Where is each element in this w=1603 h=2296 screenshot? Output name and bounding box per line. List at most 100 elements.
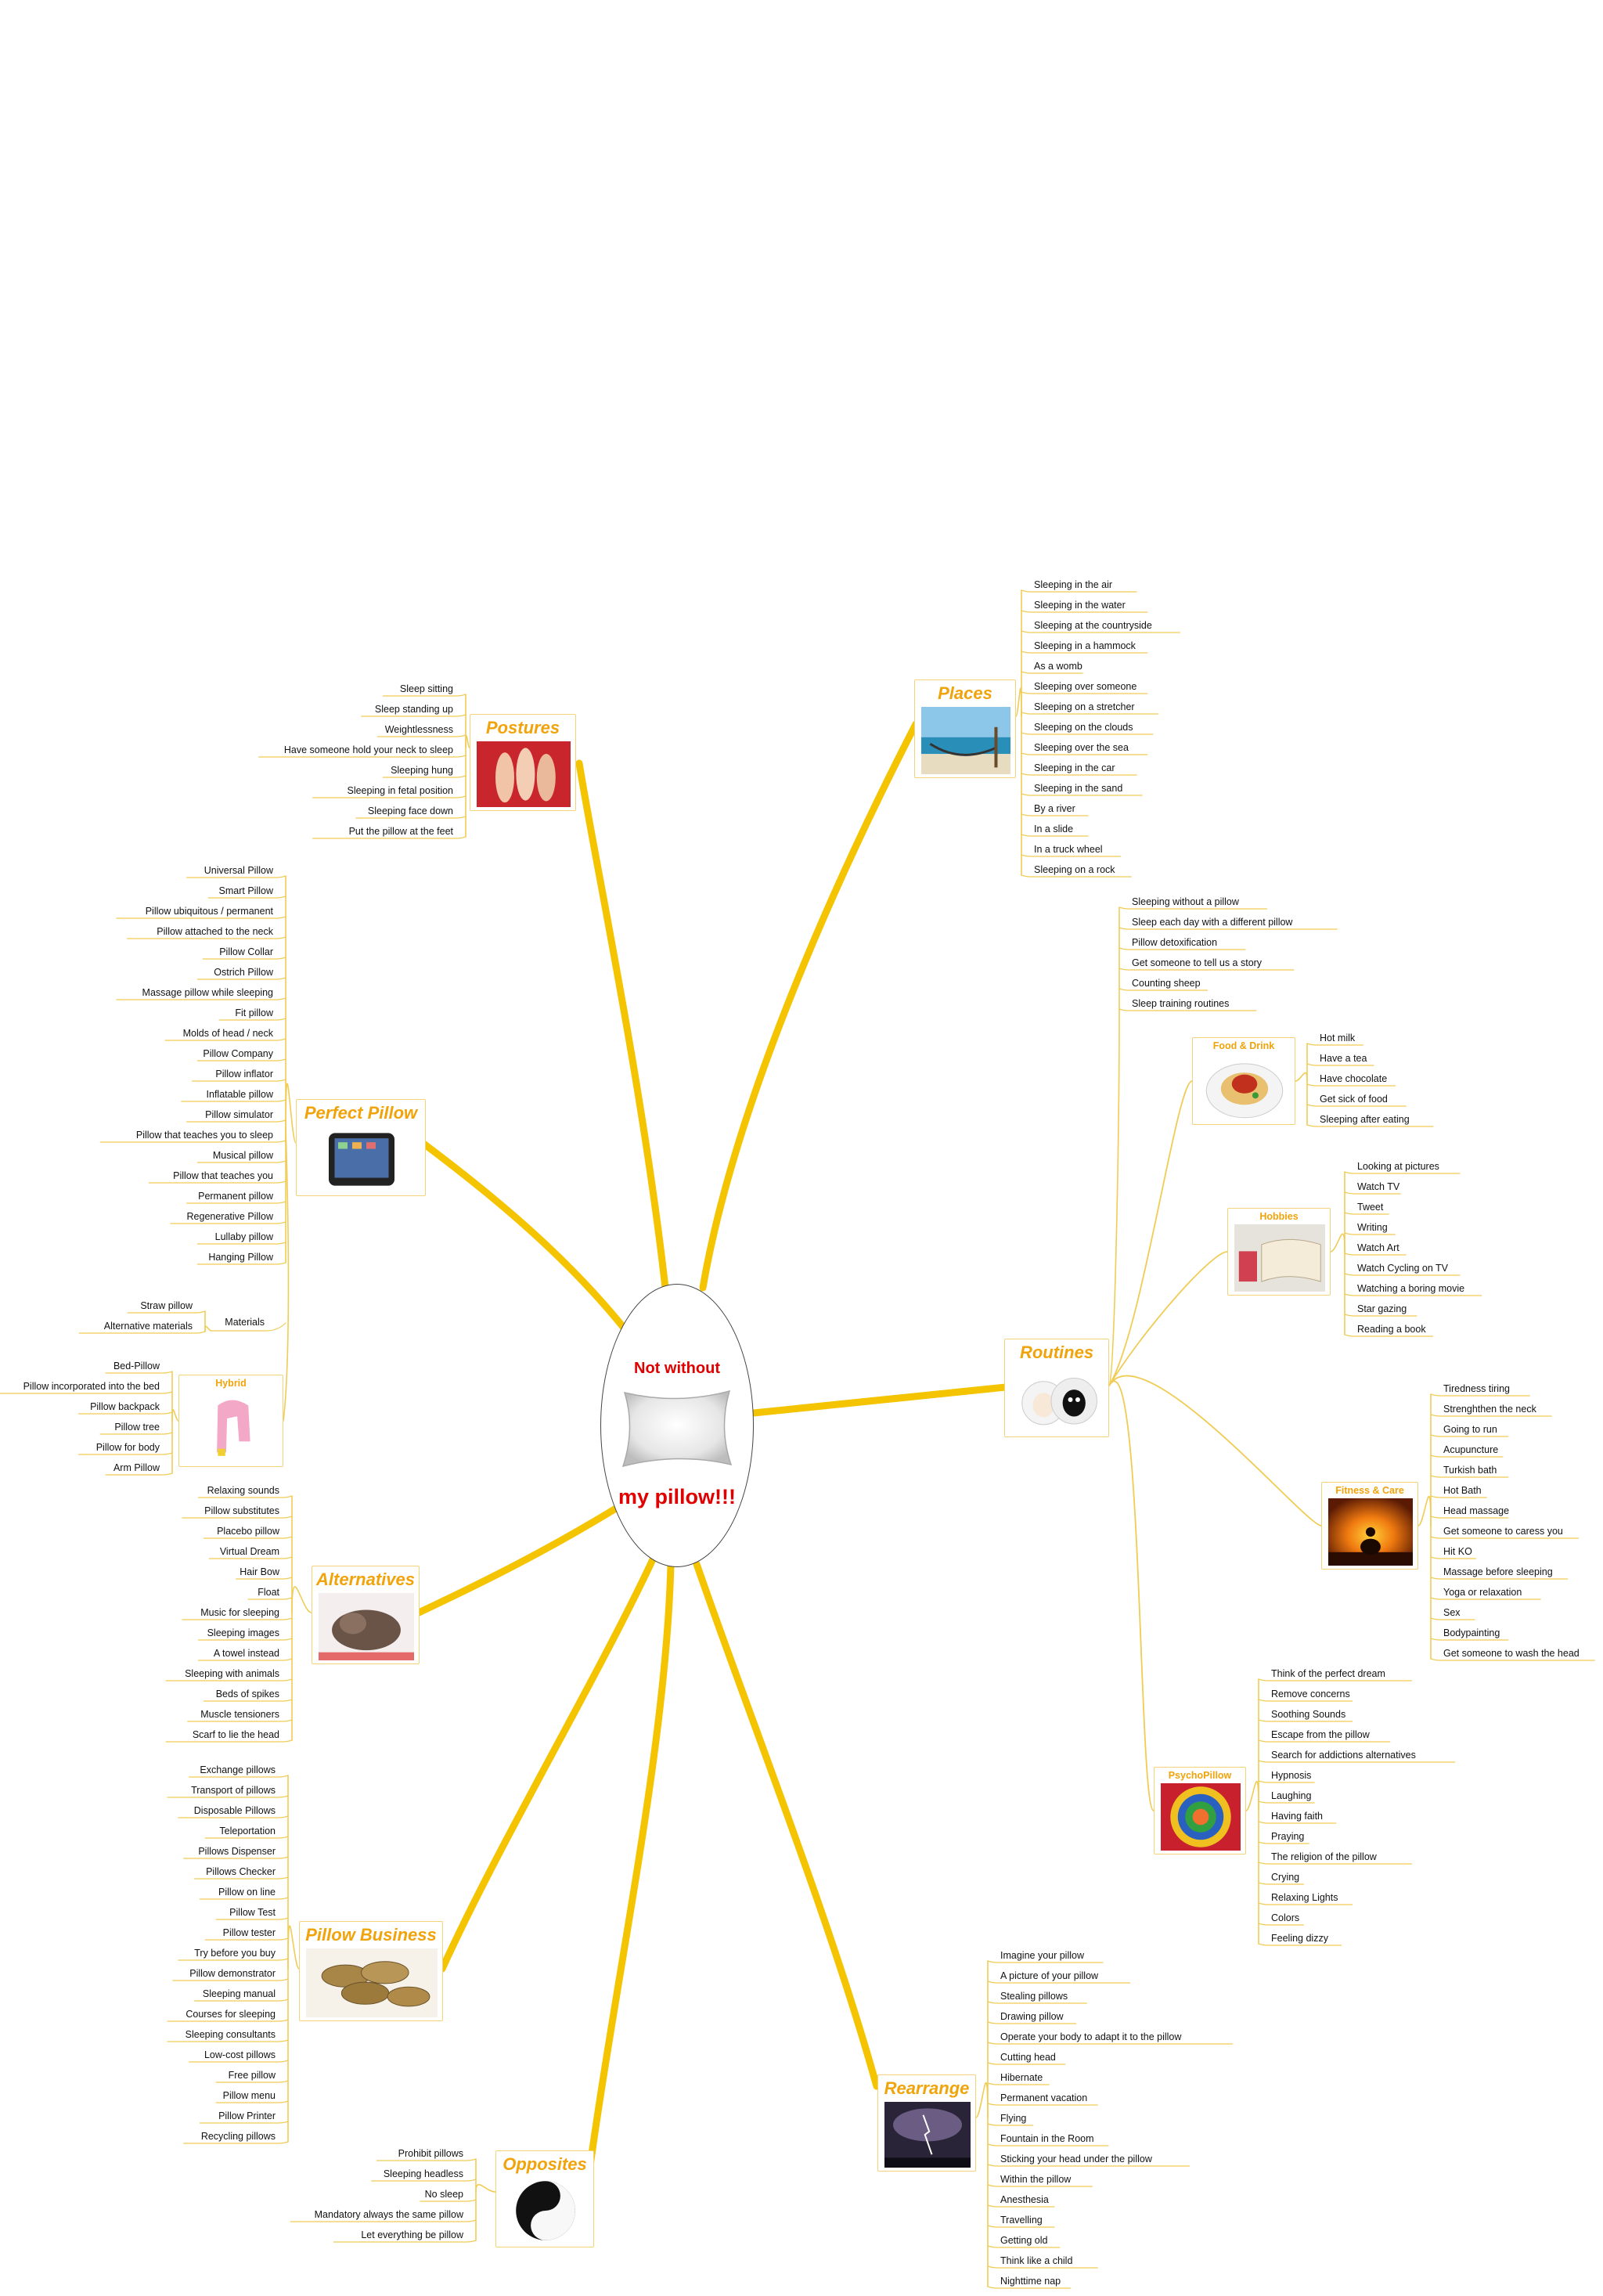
- business-item[interactable]: Exchange pillows: [200, 1764, 276, 1775]
- rearrange-item[interactable]: Imagine your pillow: [1000, 1950, 1084, 1961]
- perfect-pillow-item[interactable]: Pillow simulator: [205, 1109, 273, 1120]
- perfect-pillow-item[interactable]: Inflatable pillow: [206, 1089, 273, 1100]
- hybrid-item[interactable]: Arm Pillow: [113, 1462, 160, 1473]
- routines-item[interactable]: Sleep each day with a different pillow: [1132, 917, 1293, 928]
- business-item[interactable]: Transport of pillows: [191, 1785, 276, 1796]
- hobbies-item[interactable]: Watching a boring movie: [1357, 1283, 1465, 1294]
- alternatives-item[interactable]: Float: [258, 1587, 279, 1598]
- perfect-pillow-item[interactable]: Fit pillow: [235, 1007, 273, 1018]
- perfect-pillow-item[interactable]: Regenerative Pillow: [186, 1211, 273, 1222]
- perfect-pillow-item[interactable]: Musical pillow: [212, 1150, 273, 1161]
- places-item[interactable]: Sleeping on a rock: [1034, 864, 1115, 875]
- rearrange-item[interactable]: Flying: [1000, 2113, 1027, 2124]
- business-item[interactable]: Pillow on line: [218, 1887, 276, 1898]
- business-item[interactable]: Pillow menu: [222, 2090, 276, 2101]
- places-item[interactable]: Sleeping in the sand: [1034, 783, 1123, 794]
- alternatives-item[interactable]: Placebo pillow: [217, 1526, 279, 1537]
- business-item[interactable]: Low-cost pillows: [204, 2049, 276, 2060]
- rearrange-item[interactable]: Anesthesia: [1000, 2194, 1049, 2205]
- topic-perfect[interactable]: Perfect Pillow: [296, 1099, 426, 1196]
- postures-item[interactable]: Weightlessness: [384, 724, 453, 735]
- business-item[interactable]: Pillow tester: [222, 1927, 276, 1938]
- places-item[interactable]: Sleeping at the countryside: [1034, 620, 1152, 631]
- business-item[interactable]: Disposable Pillows: [193, 1805, 276, 1816]
- rearrange-item[interactable]: Drawing pillow: [1000, 2011, 1064, 2022]
- postures-item[interactable]: Sleeping in fetal position: [347, 785, 453, 796]
- psychopillow-item[interactable]: Praying: [1271, 1831, 1305, 1842]
- places-item[interactable]: Sleeping over the sea: [1034, 742, 1129, 753]
- hobbies-item[interactable]: Looking at pictures: [1357, 1161, 1439, 1172]
- routines-item[interactable]: Sleeping without a pillow: [1132, 896, 1239, 907]
- rearrange-item[interactable]: Permanent vacation: [1000, 2092, 1088, 2103]
- materials-item[interactable]: Alternative materials: [103, 1321, 193, 1332]
- hobbies-item[interactable]: Star gazing: [1357, 1303, 1407, 1314]
- fitness-care-item[interactable]: Sex: [1443, 1607, 1461, 1618]
- hybrid-item[interactable]: Pillow backpack: [90, 1401, 160, 1412]
- perfect-pillow-item[interactable]: Molds of head / neck: [182, 1028, 273, 1039]
- topic-postures[interactable]: Postures: [470, 714, 576, 811]
- perfect-pillow-item[interactable]: Pillow that teaches you: [173, 1170, 273, 1181]
- routines-item[interactable]: Pillow detoxification: [1132, 937, 1218, 948]
- fitness-care-item[interactable]: Hit KO: [1443, 1546, 1472, 1557]
- rearrange-item[interactable]: Getting old: [1000, 2235, 1048, 2246]
- rearrange-item[interactable]: Travelling: [1000, 2215, 1043, 2226]
- psychopillow-item[interactable]: Crying: [1271, 1872, 1300, 1883]
- psychopillow-item[interactable]: Escape from the pillow: [1271, 1729, 1370, 1740]
- business-item[interactable]: Pillows Checker: [206, 1866, 276, 1877]
- rearrange-item[interactable]: Cutting head: [1000, 2052, 1056, 2063]
- opposites-item[interactable]: Let everything be pillow: [361, 2229, 463, 2240]
- fitness-care-item[interactable]: Get someone to wash the head: [1443, 1648, 1580, 1659]
- alternatives-item[interactable]: Scarf to lie the head: [192, 1729, 279, 1740]
- fitness-care-item[interactable]: Going to run: [1443, 1424, 1497, 1435]
- fitness-care-item[interactable]: Hot Bath: [1443, 1485, 1482, 1496]
- perfect-pillow-item[interactable]: Pillow Collar: [219, 946, 273, 957]
- food-drink-item[interactable]: Have a tea: [1320, 1053, 1367, 1064]
- topic-places[interactable]: Places: [914, 679, 1016, 778]
- psychopillow-item[interactable]: Hypnosis: [1271, 1770, 1312, 1781]
- routines-item[interactable]: Sleep training routines: [1132, 998, 1230, 1009]
- places-item[interactable]: Sleeping in the water: [1034, 600, 1126, 611]
- food-drink-item[interactable]: Hot milk: [1320, 1033, 1356, 1043]
- hobbies-item[interactable]: Watch Cycling on TV: [1357, 1263, 1449, 1274]
- central-topic[interactable]: Not without my pillow!!!: [600, 1284, 754, 1567]
- rearrange-item[interactable]: Think like a child: [1000, 2255, 1073, 2266]
- topic-business[interactable]: Pillow Business: [299, 1921, 443, 2021]
- rearrange-item[interactable]: Within the pillow: [1000, 2174, 1072, 2185]
- perfect-pillow-item[interactable]: Universal Pillow: [204, 865, 273, 876]
- alternatives-item[interactable]: Sleeping with animals: [185, 1668, 279, 1679]
- topic-hybrid[interactable]: Hybrid: [178, 1375, 283, 1467]
- hybrid-item[interactable]: Pillow for body: [95, 1442, 160, 1453]
- fitness-care-item[interactable]: Turkish bath: [1443, 1465, 1497, 1476]
- business-item[interactable]: Pillow Printer: [218, 2110, 276, 2121]
- fitness-care-item[interactable]: Get someone to caress you: [1443, 1526, 1563, 1537]
- perfect-pillow-item[interactable]: Pillow ubiquitous / permanent: [145, 906, 273, 917]
- rearrange-item[interactable]: Stealing pillows: [1000, 1991, 1068, 2002]
- postures-item[interactable]: Sleep standing up: [374, 704, 453, 715]
- business-item[interactable]: Teleportation: [219, 1826, 276, 1836]
- alternatives-item[interactable]: Virtual Dream: [219, 1546, 279, 1557]
- places-item[interactable]: By a river: [1034, 803, 1075, 814]
- postures-item[interactable]: Sleep sitting: [399, 683, 453, 694]
- business-item[interactable]: Recycling pillows: [200, 2131, 276, 2142]
- places-item[interactable]: In a slide: [1034, 824, 1074, 834]
- rearrange-item[interactable]: A picture of your pillow: [1000, 1970, 1099, 1981]
- places-item[interactable]: Sleeping on a stretcher: [1034, 701, 1135, 712]
- fitness-care-item[interactable]: Acupuncture: [1443, 1444, 1499, 1455]
- perfect-pillow-item[interactable]: Lullaby pillow: [214, 1231, 273, 1242]
- food-drink-item[interactable]: Get sick of food: [1320, 1094, 1388, 1105]
- psychopillow-item[interactable]: Think of the perfect dream: [1271, 1668, 1385, 1679]
- hybrid-item[interactable]: Pillow incorporated into the bed: [23, 1381, 160, 1392]
- places-item[interactable]: Sleeping on the clouds: [1034, 722, 1133, 733]
- opposites-item[interactable]: Sleeping headless: [383, 2168, 463, 2179]
- rearrange-item[interactable]: Sticking your head under the pillow: [1000, 2154, 1152, 2164]
- routines-item[interactable]: Counting sheep: [1132, 978, 1201, 989]
- psychopillow-item[interactable]: Search for addictions alternatives: [1271, 1750, 1416, 1761]
- rearrange-item[interactable]: Operate your body to adapt it to the pil…: [1000, 2031, 1182, 2042]
- places-item[interactable]: Sleeping in the air: [1034, 579, 1113, 590]
- places-item[interactable]: Sleeping in the car: [1034, 762, 1115, 773]
- hybrid-item[interactable]: Pillow tree: [114, 1422, 160, 1433]
- hybrid-item[interactable]: Bed-Pillow: [113, 1361, 160, 1371]
- food-drink-item[interactable]: Have chocolate: [1320, 1073, 1388, 1084]
- hobbies-item[interactable]: Tweet: [1357, 1202, 1384, 1213]
- fitness-care-item[interactable]: Massage before sleeping: [1443, 1566, 1553, 1577]
